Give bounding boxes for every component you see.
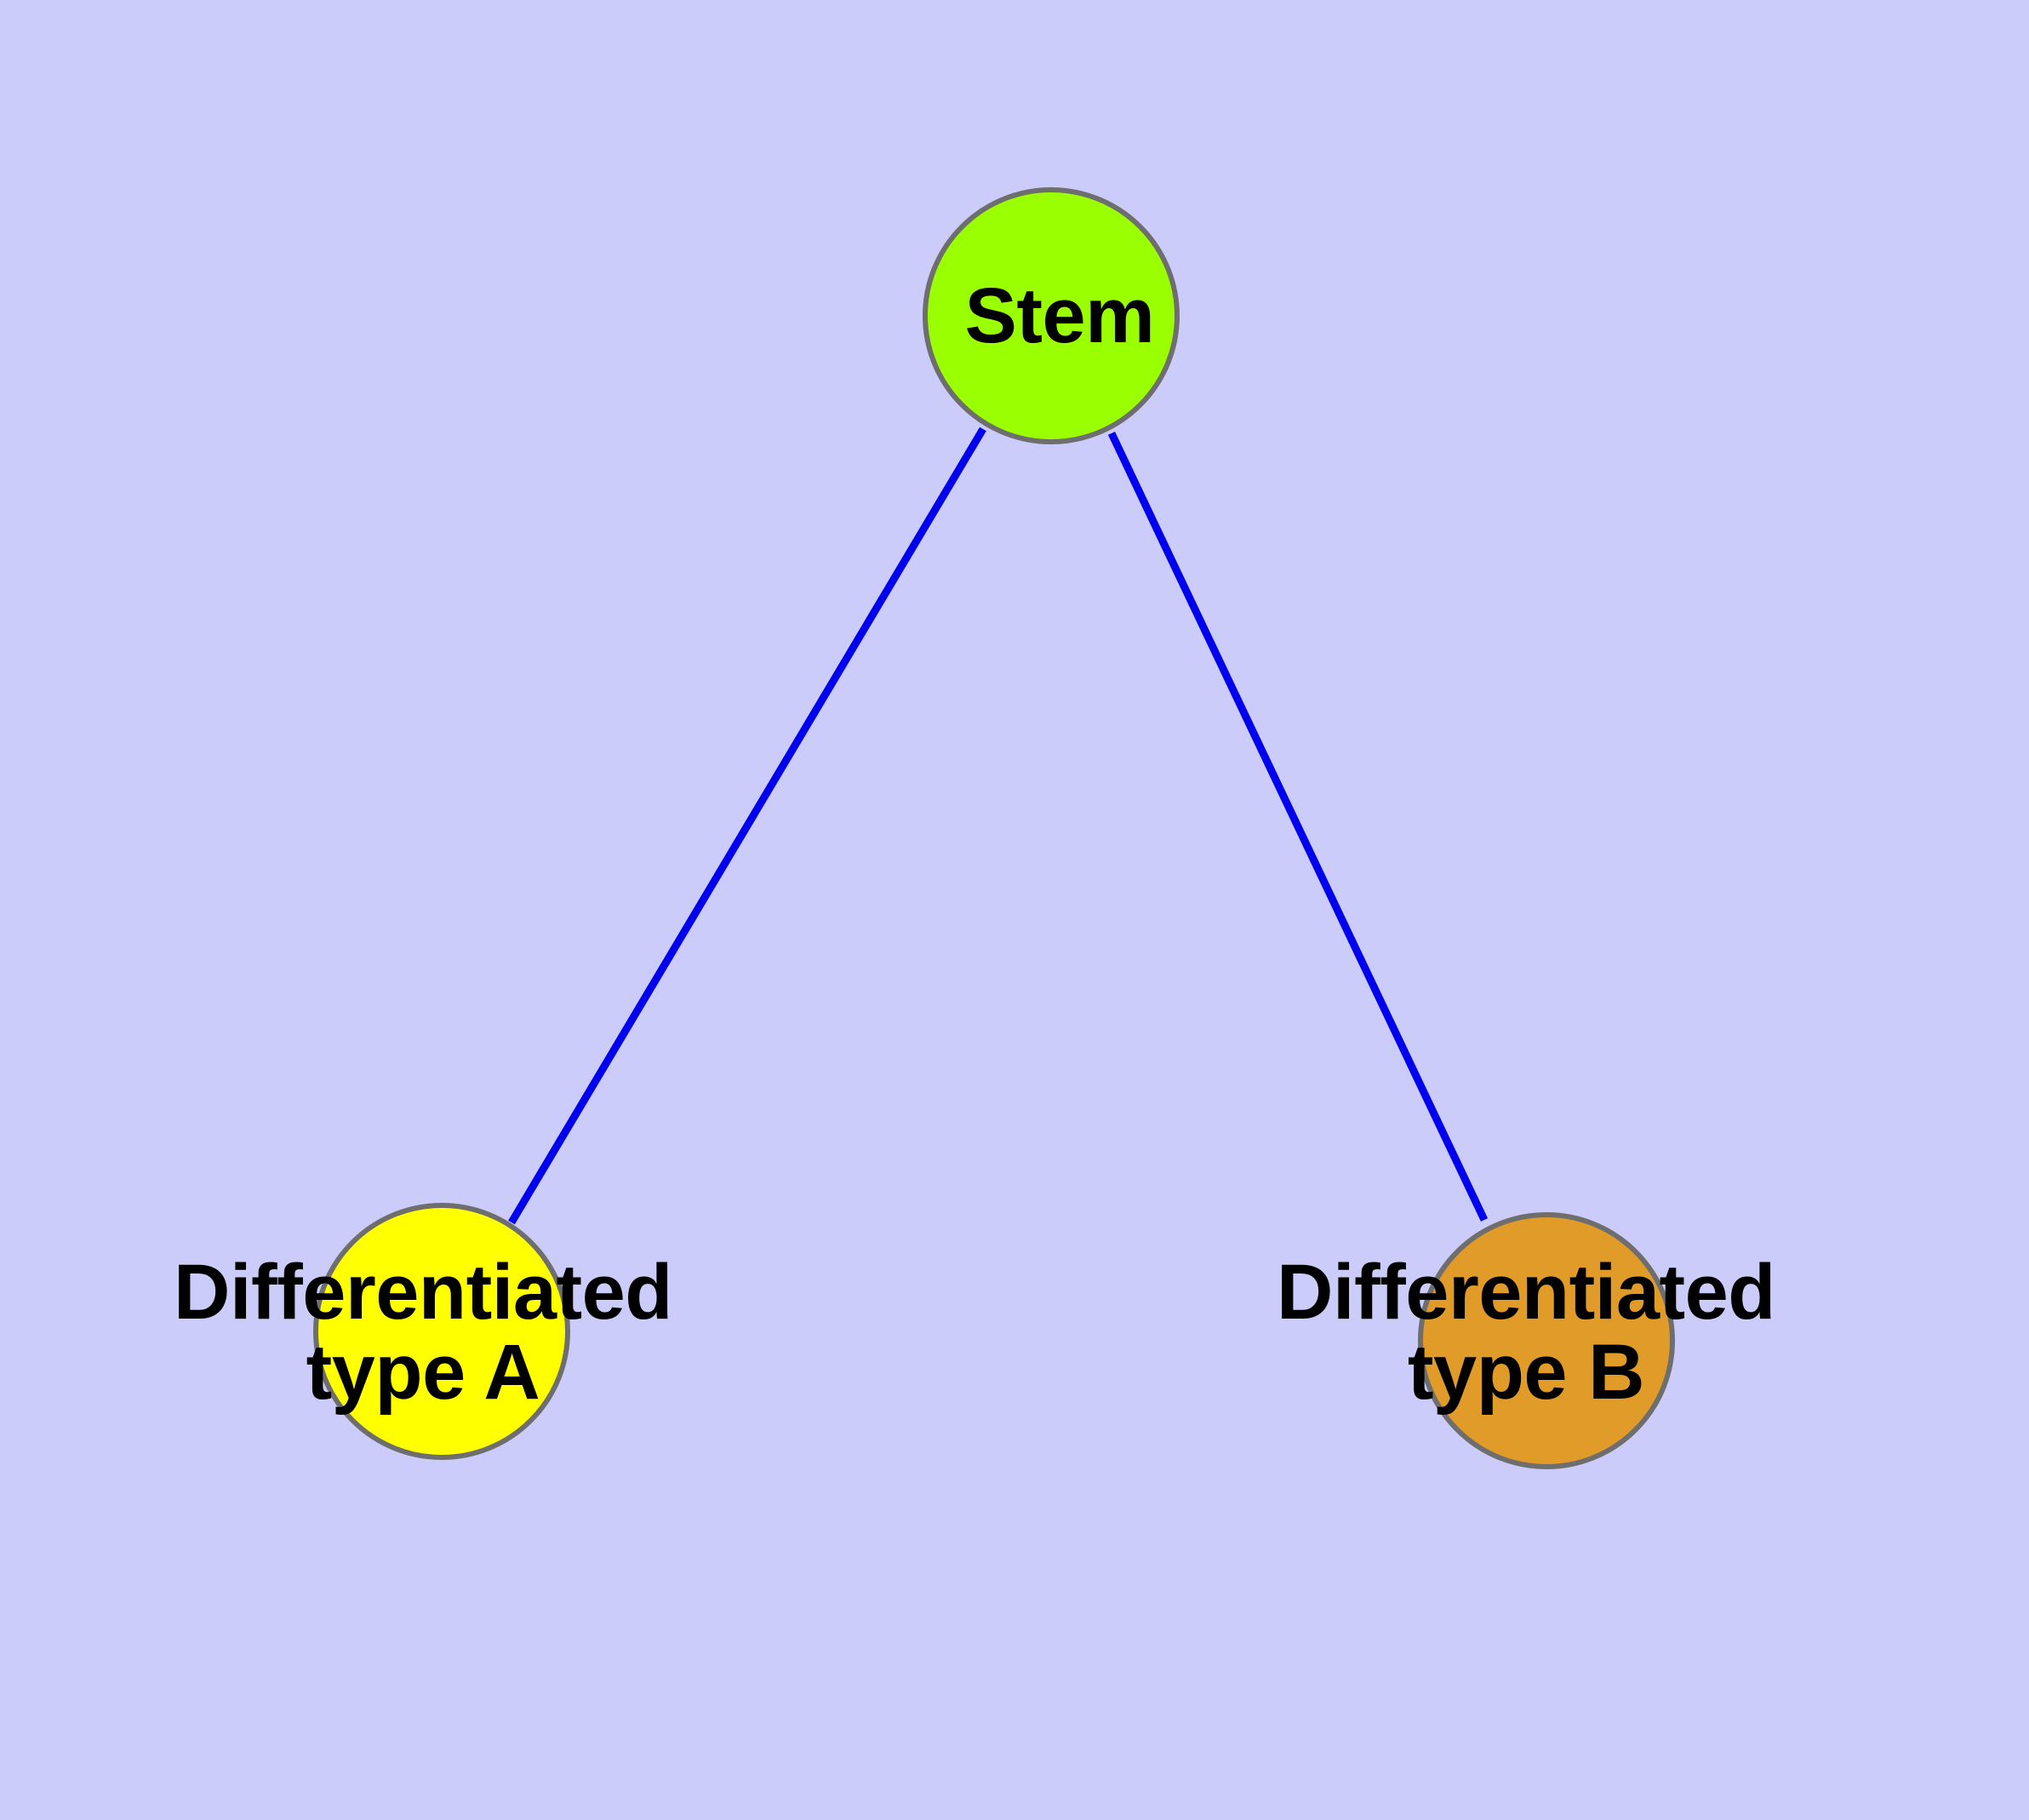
graph-edge-stem-to-diff-b: [1107, 432, 1489, 1222]
edges-layer: [508, 426, 1489, 1225]
graph-edge-stem-to-diff-a: [508, 426, 986, 1225]
graph-node-diff_b[interactable]: [1418, 1212, 1675, 1469]
nodes-layer: [313, 187, 1675, 1469]
graph-node-stem[interactable]: [923, 187, 1180, 444]
graph-node-diff_a[interactable]: [313, 1203, 570, 1460]
